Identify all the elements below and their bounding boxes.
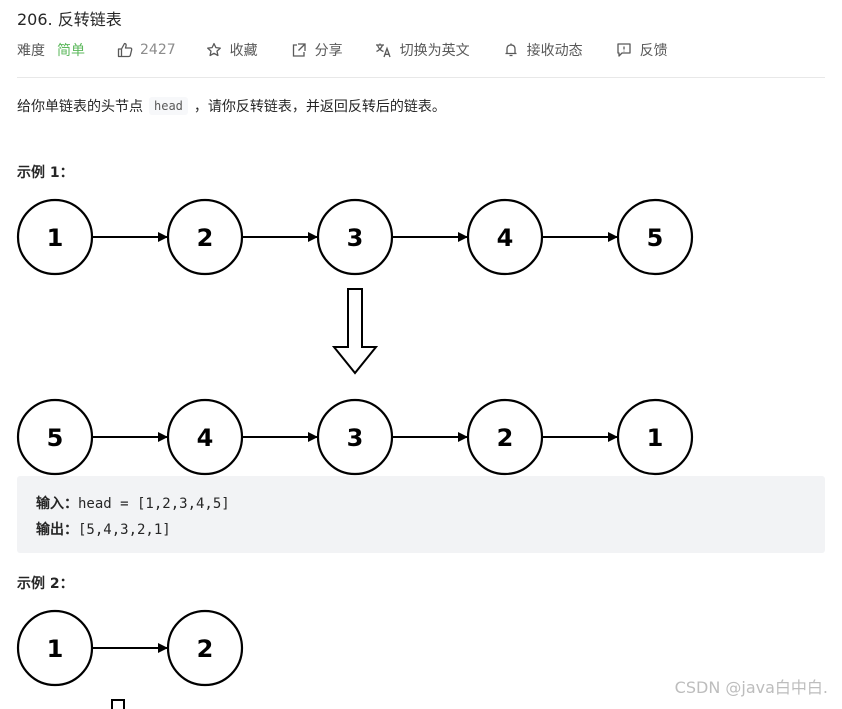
- input-label: 输入：: [36, 496, 78, 512]
- output-label: 输出：: [36, 522, 78, 538]
- example-1-title: 示例 1：: [17, 165, 74, 181]
- feedback-icon: [616, 42, 632, 58]
- list-node-value: 2: [197, 224, 214, 252]
- share-label: 分享: [314, 43, 343, 59]
- list-node: [316, 398, 394, 476]
- list-node-value: 3: [347, 224, 364, 252]
- feedback-button[interactable]: 反馈: [616, 40, 668, 60]
- list-node-value: 3: [347, 424, 364, 452]
- favorite-label: 收藏: [229, 43, 258, 59]
- list-node: [166, 609, 244, 687]
- description-inline-code: head: [149, 97, 188, 115]
- share-icon: [291, 42, 307, 58]
- translate-button[interactable]: 切换为英文: [375, 40, 470, 60]
- problem-title: 206. 反转链表: [17, 10, 122, 29]
- feedback-label: 反馈: [639, 43, 668, 59]
- difficulty-label: 难度: [17, 43, 45, 59]
- list-node-value: 1: [647, 424, 664, 452]
- list-node: [166, 398, 244, 476]
- thumb-up-icon: [117, 42, 133, 58]
- example-2-title: 示例 2：: [17, 576, 74, 592]
- difficulty-value: 简单: [57, 43, 85, 59]
- description-text-before: 给你单链表的头节点: [17, 99, 143, 115]
- list-node-value: 2: [197, 635, 214, 663]
- share-button[interactable]: 分享: [291, 40, 343, 60]
- list-node: [166, 198, 244, 276]
- problem-description: 给你单链表的头节点 head ，请你反转链表，并返回反转后的链表。: [17, 96, 446, 116]
- list-after-row: 5 4 3 2 1: [16, 398, 694, 476]
- list-node: [316, 198, 394, 276]
- header-divider: [17, 77, 825, 78]
- list-node: [616, 398, 694, 476]
- list-node: [466, 198, 544, 276]
- notify-button[interactable]: 接收动态: [503, 40, 583, 60]
- transform-down-arrow: [331, 288, 379, 375]
- input-value: head = [1,2,3,4,5]: [78, 496, 230, 512]
- list-node: [466, 398, 544, 476]
- translate-icon: [375, 42, 392, 58]
- example-1-input-line: 输入：head = [1,2,3,4,5]: [36, 493, 230, 513]
- problem-meta-bar: 难度 简单 2427 收藏 分享: [17, 40, 668, 60]
- list-node-value: 4: [497, 224, 514, 252]
- favorite-button[interactable]: 收藏: [206, 40, 258, 60]
- example-1-io-block: 输入：head = [1,2,3,4,5] 输出：[5,4,3,2,1]: [17, 476, 825, 553]
- list-node: [616, 198, 694, 276]
- output-value: [5,4,3,2,1]: [78, 522, 171, 538]
- list-node-value: 4: [197, 424, 214, 452]
- notify-label: 接收动态: [526, 43, 583, 59]
- list-node: [16, 198, 94, 276]
- list-node-value: 5: [47, 424, 64, 452]
- like-count: 2427: [140, 42, 176, 58]
- bell-icon: [503, 42, 519, 58]
- list-before-row: 1 2 3 4 5: [16, 198, 694, 276]
- list-node-value: 1: [47, 635, 64, 663]
- list-node: [16, 398, 94, 476]
- list-node: [16, 609, 94, 687]
- description-text-after: ，请你反转链表，并返回反转后的链表。: [193, 99, 446, 115]
- star-icon: [206, 42, 222, 58]
- list-node-value: 1: [47, 224, 64, 252]
- watermark: CSDN @java白中白.: [674, 678, 828, 697]
- partial-diagram-element: [111, 699, 125, 709]
- like-button[interactable]: 2427: [117, 42, 176, 58]
- list-node-value: 2: [497, 424, 514, 452]
- list-node-value: 5: [647, 224, 664, 252]
- translate-label: 切换为英文: [399, 43, 470, 59]
- example-1-output-line: 输出：[5,4,3,2,1]: [36, 519, 171, 539]
